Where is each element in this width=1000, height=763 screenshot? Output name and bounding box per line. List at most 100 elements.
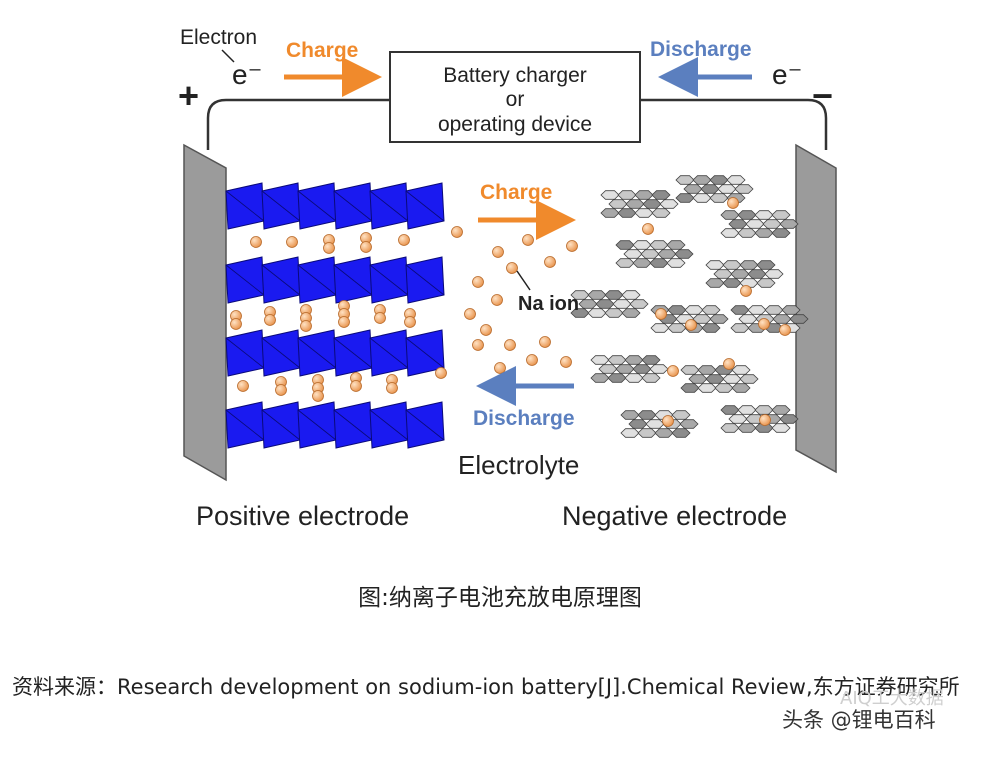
graphite-hexagon (701, 305, 721, 315)
cathode-edge (225, 337, 265, 369)
sodium-ion (398, 234, 410, 246)
graphite-hexagon (600, 208, 620, 218)
source-note: 资料来源：Research development on sodium-ion … (12, 675, 960, 699)
graphite-hexagon (680, 383, 700, 393)
graphite-hexagon (705, 278, 725, 288)
cathode-edge (369, 190, 409, 222)
sodium-ion (286, 236, 298, 248)
battery-diagram: Battery charger or operating device Elec… (178, 26, 837, 531)
graphite-hexagon (628, 419, 648, 429)
graphite-hexagon (632, 240, 652, 250)
sodium-ion (312, 390, 324, 402)
graphite-anode (570, 175, 809, 438)
graphite-hexagon (621, 290, 641, 300)
graphite-hexagon (720, 405, 740, 415)
sodium-ion (539, 336, 551, 348)
cathode-edge (225, 190, 265, 222)
device-box (389, 51, 641, 143)
graphite-hexagon (731, 383, 751, 393)
sodium-ion (504, 339, 516, 351)
sodium-ion (323, 242, 335, 254)
graphite-hexagon (764, 305, 784, 315)
na-ion-pointer (516, 270, 531, 291)
graphite-hexagon (728, 414, 748, 424)
watermark: AIQ工大数据 头条 @锂电百科 (782, 688, 944, 734)
graphite-hexagon (713, 269, 733, 279)
graphite-hexagon (747, 269, 767, 279)
graphite-hexagon (709, 175, 729, 185)
graphite-hexagon (595, 299, 615, 309)
device-label-line1: Battery charger (443, 64, 587, 87)
sodium-ion (264, 314, 276, 326)
plus-terminal: + (178, 75, 199, 116)
graphite-hexagon (728, 219, 748, 229)
cathode-edge (333, 337, 373, 369)
device-label-line3: operating device (438, 113, 592, 136)
sodium-ion (522, 234, 534, 246)
graphite-hexagon (666, 240, 686, 250)
graphite-hexagon (705, 374, 725, 384)
graphite-hexagon (600, 190, 620, 200)
graphite-hexagon (747, 305, 767, 315)
cathode-edge (405, 337, 445, 369)
graphite-hexagon (587, 308, 607, 318)
sodium-ion (275, 384, 287, 396)
graphite-hexagon (756, 260, 776, 270)
graphite-hexagon (714, 383, 734, 393)
cathode-edge (405, 264, 445, 296)
watermark-faint: AIQ工大数据 (840, 688, 944, 709)
sodium-ion (237, 380, 249, 392)
graphite-hexagon (779, 414, 799, 424)
graphite-hexagon (764, 269, 784, 279)
cathode-edge (405, 190, 445, 222)
graphite-hexagon (570, 308, 590, 318)
graphite-hexagon (650, 323, 670, 333)
sodium-ion (560, 356, 572, 368)
graphite-hexagon (637, 428, 657, 438)
graphite-hexagon (692, 175, 712, 185)
graphite-hexagon (709, 193, 729, 203)
cathode-edge (333, 190, 373, 222)
graphite-hexagon (789, 314, 809, 324)
graphite-hexagon (675, 175, 695, 185)
graphite-hexagon (745, 219, 765, 229)
graphite-hexagon (701, 323, 721, 333)
graphite-hexagon (739, 278, 759, 288)
graphite-hexagon (683, 184, 703, 194)
mid-discharge-label: Discharge (473, 407, 575, 430)
graphite-hexagon (620, 428, 640, 438)
top-discharge-label: Discharge (650, 38, 752, 61)
graphite-hexagon (620, 410, 640, 420)
sodium-ion (472, 276, 484, 288)
sodium-ion (655, 308, 667, 320)
electron-label: Electron (180, 26, 257, 49)
graphite-hexagon (634, 208, 654, 218)
graphite-hexagon (649, 364, 669, 374)
sodium-ion (667, 365, 679, 377)
graphite-hexagon (590, 373, 610, 383)
sodium-ion (685, 319, 697, 331)
cathode-edge (405, 409, 445, 441)
graphite-hexagon (717, 184, 737, 194)
cathode-edge (333, 409, 373, 441)
graphite-hexagon (762, 219, 782, 229)
cathode-edge (261, 337, 301, 369)
sodium-ions (230, 197, 791, 427)
graphite-hexagon (641, 355, 661, 365)
sodium-ion (360, 241, 372, 253)
electron-symbol-right: e⁻ (772, 59, 802, 90)
graphite-hexagon (705, 260, 725, 270)
graphite-hexagon (737, 228, 757, 238)
graphite-hexagon (771, 210, 791, 220)
cathode-edge (225, 264, 265, 296)
graphite-hexagon (781, 305, 801, 315)
positive-electrode-label: Positive electrode (196, 501, 409, 531)
graphite-hexagon (771, 405, 791, 415)
graphite-hexagon (607, 373, 627, 383)
cathode-edge (297, 337, 337, 369)
graphite-hexagon (754, 405, 774, 415)
graphite-hexagon (684, 305, 704, 315)
sodium-ion (506, 262, 518, 274)
sodium-ion (300, 320, 312, 332)
sodium-ion (472, 339, 484, 351)
